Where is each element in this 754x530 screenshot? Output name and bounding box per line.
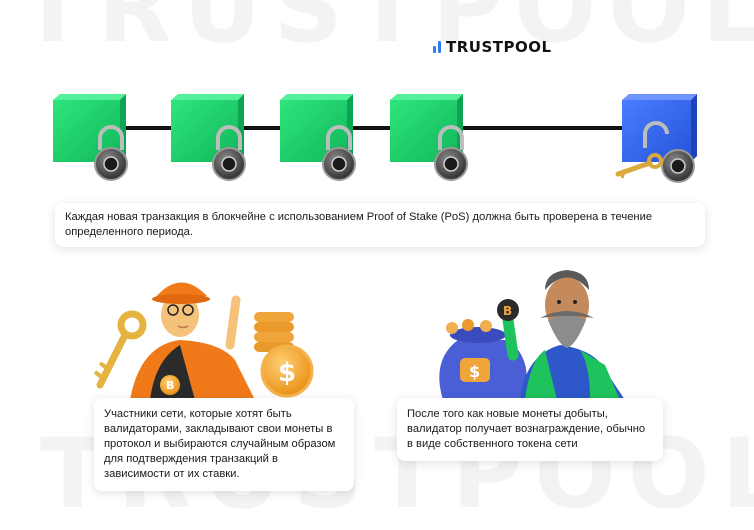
- bitcoin-icon: B: [497, 299, 519, 321]
- svg-text:B: B: [166, 379, 174, 392]
- intro-text: Каждая новая транзакция в блокчейне с ис…: [65, 211, 653, 238]
- block-4: [390, 94, 463, 162]
- key-icon: [93, 310, 147, 389]
- validator-with-reward-illustration: $ B: [439, 270, 625, 400]
- validator-with-key-illustration: B $: [93, 282, 314, 400]
- dollar-coin-icon: $: [260, 344, 314, 398]
- brand-logo: TRUSTPOOL: [433, 38, 552, 56]
- bitcoin-icon: [160, 375, 180, 395]
- coin-stack: [254, 312, 294, 352]
- logo-text: TRUSTPOOL: [446, 38, 552, 56]
- blockchain-illustration: B $ $: [53, 94, 697, 400]
- padlock-icon: [212, 125, 246, 181]
- svg-text:B: B: [503, 304, 512, 318]
- svg-text:$: $: [278, 358, 296, 388]
- padlock-icon: [434, 125, 468, 181]
- key-icon: [615, 153, 663, 179]
- reward-text: После того как новые монеты добыты, вали…: [407, 408, 646, 450]
- block-new: [622, 94, 697, 162]
- validators-card: Участники сети, которые хотят быть валид…: [94, 398, 354, 491]
- reward-card: После того как новые монеты добыты, вали…: [397, 398, 663, 461]
- money-bag-icon: $: [439, 319, 527, 400]
- bars-logo-icon: [433, 41, 441, 53]
- padlock-icon: [94, 125, 128, 181]
- svg-text:$: $: [469, 362, 480, 381]
- intro-card: Каждая новая транзакция в блокчейне с ис…: [55, 203, 705, 247]
- block-2: [171, 94, 244, 162]
- watermark-top: TRUSTPOOL: [20, 0, 754, 64]
- open-padlock-icon: [643, 121, 695, 183]
- padlock-icon: [322, 125, 356, 181]
- validators-text: Участники сети, которые хотят быть валид…: [104, 408, 336, 480]
